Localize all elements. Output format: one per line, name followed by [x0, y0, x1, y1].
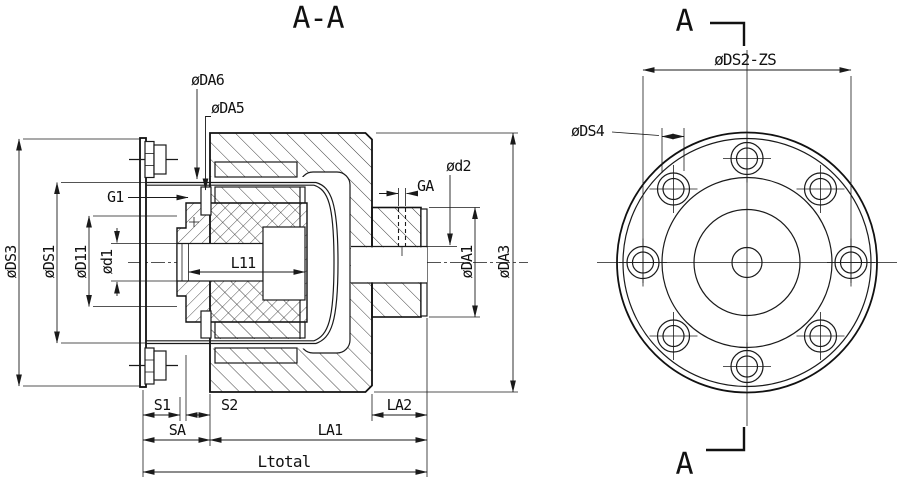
leader-da6: øDA6 — [191, 71, 225, 180]
membrane-disc — [146, 181, 339, 345]
dim-label-ds2-zs: øDS2-ZS — [714, 50, 776, 69]
section-plane-marker-top: A — [675, 4, 746, 46]
dim-label-s1: S1 — [154, 396, 171, 414]
dim-da3: øDA3 — [374, 132, 518, 393]
section-marker-letter-top: A — [675, 4, 693, 39]
clamp-ring-top — [200, 186, 212, 216]
section-plane-marker-bottom: A — [675, 427, 746, 481]
hub — [176, 202, 308, 323]
dim-l11: L11 — [188, 254, 306, 275]
section-marker-letter-bottom: A — [675, 447, 693, 481]
dim-label-da6: øDA6 — [191, 71, 225, 89]
dim-d1: ød1 — [98, 228, 177, 296]
dim-label-d1: ød1 — [98, 249, 116, 274]
dim-d11: øD11 — [72, 215, 177, 307]
elastomer-strip — [214, 186, 306, 204]
bolt-hole — [649, 312, 698, 360]
section-view: A-A — [2, 1, 528, 477]
bolt-hole — [723, 134, 771, 183]
dim-label-sa: SA — [169, 421, 186, 439]
dim-ga: GA — [379, 177, 435, 206]
dim-label-da5: øDA5 — [211, 99, 244, 117]
dim-label-ds1: øDS1 — [40, 245, 58, 279]
dim-label-d11: øD11 — [72, 245, 90, 279]
elastomer-strip — [214, 161, 298, 178]
leader-g1: G1 — [107, 188, 189, 206]
outer-circle — [616, 131, 878, 394]
bottom-dimensions: S1 S2 LA2 SA LA1 Ltotal — [142, 318, 428, 477]
shaft-stub — [351, 206, 428, 318]
dim-label-ltotal: Ltotal — [258, 452, 311, 471]
elastomer-strip — [214, 321, 306, 339]
bolt-hole — [796, 165, 845, 213]
flange-plate — [129, 137, 178, 388]
dim-da1: øDA1 — [429, 207, 480, 318]
bolt-bottom — [153, 350, 167, 381]
bolt-hole — [723, 342, 771, 391]
dim-ds1: øDS1 — [40, 182, 146, 344]
dim-label-ds3: øDS3 — [2, 246, 20, 279]
dim-ds3: øDS3 — [2, 138, 140, 387]
dim-label-s2: S2 — [221, 396, 237, 414]
dim-label-ds4: øDS4 — [571, 122, 605, 140]
front-view: øDS2-ZS øDS4 A A — [571, 4, 897, 481]
pilot-circle — [693, 208, 801, 317]
dim-label-d2: ød2 — [446, 157, 471, 175]
dim-label-la2: LA2 — [387, 396, 412, 414]
elastomer-strip — [214, 347, 298, 364]
clamp-ring-bottom — [200, 310, 212, 339]
bolt-hole — [649, 165, 698, 213]
bore-recess — [262, 226, 306, 301]
leader-da5: øDA5 — [202, 99, 245, 191]
dim-label-da3: øDA3 — [495, 246, 513, 279]
elastomer-strips — [214, 161, 306, 364]
dim-d2: ød2 — [427, 157, 472, 247]
dim-label-ga: GA — [417, 177, 434, 195]
dim-label-l11: L11 — [231, 254, 256, 272]
dim-label-g1: G1 — [107, 188, 124, 206]
dim-label-la1: LA1 — [318, 421, 343, 439]
bolt-hole — [796, 312, 845, 360]
dim-label-da1: øDA1 — [458, 245, 476, 279]
section-title: A-A — [292, 1, 344, 36]
center-bore-circle — [731, 246, 763, 279]
dim-ds2-zs: øDS2-ZS — [642, 50, 852, 283]
bolt-top — [153, 144, 167, 175]
dim-ds4: øDS4 — [571, 122, 685, 173]
